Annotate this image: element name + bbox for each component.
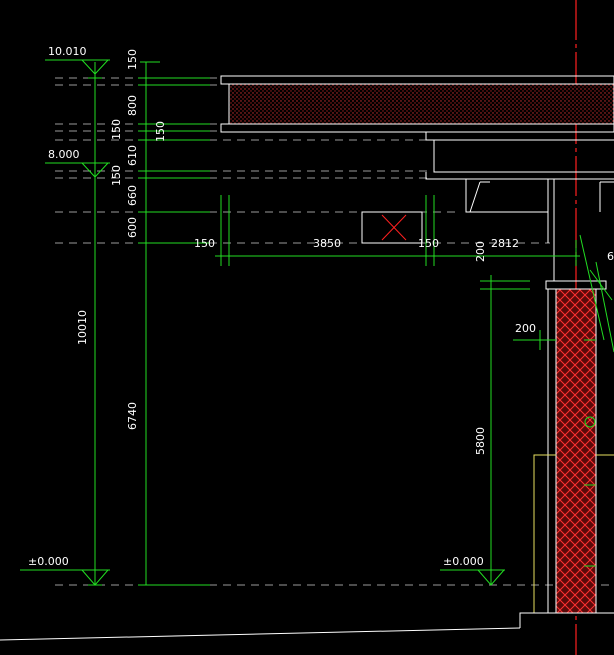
dim-150-a: 150 (110, 119, 123, 140)
elevation-marker-top[interactable]: 10.010 (45, 45, 110, 75)
dim-200-horizontal: 200 (515, 322, 536, 335)
dim-150-b: 150 (154, 121, 167, 142)
dim-3850: 3850 (313, 237, 341, 250)
elevation-marker-slab[interactable]: 8.000 (45, 148, 110, 178)
elevation-label-ground-right: ±0.000 (443, 555, 484, 568)
dim-150-mid: 150 (418, 237, 439, 250)
horizontal-dim-chain: 150 3850 150 2812 6 (194, 195, 614, 266)
elevation-label-slab: 8.000 (48, 148, 80, 161)
elevation-label-ground-left: ±0.000 (28, 555, 69, 568)
dim-660: 660 (126, 185, 139, 206)
vertical-dim-chain-left (88, 61, 210, 586)
foundation-outline (533, 454, 614, 613)
dim-600: 600 (126, 217, 139, 238)
dim-6-partial: 6 (607, 250, 614, 263)
dim-2812: 2812 (491, 237, 519, 250)
dim-200-vertical: 200 (474, 241, 487, 262)
dim-800: 800 (126, 95, 139, 116)
elevation-label-top: 10.010 (48, 45, 87, 58)
vertical-dim-labels: 150 800 150 150 610 150 660 600 6740 100… (76, 49, 167, 430)
hatched-column[interactable] (545, 280, 607, 614)
green-bracing (579, 234, 614, 567)
dim-total-10010: 10010 (76, 310, 89, 345)
dim-150-c: 150 (110, 165, 123, 186)
ground-line (0, 612, 614, 641)
dim-5800: 5800 (474, 427, 487, 455)
dim-6740: 6740 (126, 402, 139, 430)
elevation-marker-ground-right[interactable]: ±0.000 (440, 555, 505, 586)
dim-150-left: 150 (194, 237, 215, 250)
dim-610: 610 (126, 145, 139, 166)
dim-150-top: 150 (126, 49, 139, 70)
beam-outline[interactable] (425, 132, 614, 281)
elevation-marker-ground-left[interactable]: ±0.000 (20, 555, 110, 586)
roof-slab[interactable] (220, 75, 614, 133)
right-dim-chain: 200 200 5800 (474, 241, 556, 585)
beam-section-box[interactable] (361, 211, 423, 244)
